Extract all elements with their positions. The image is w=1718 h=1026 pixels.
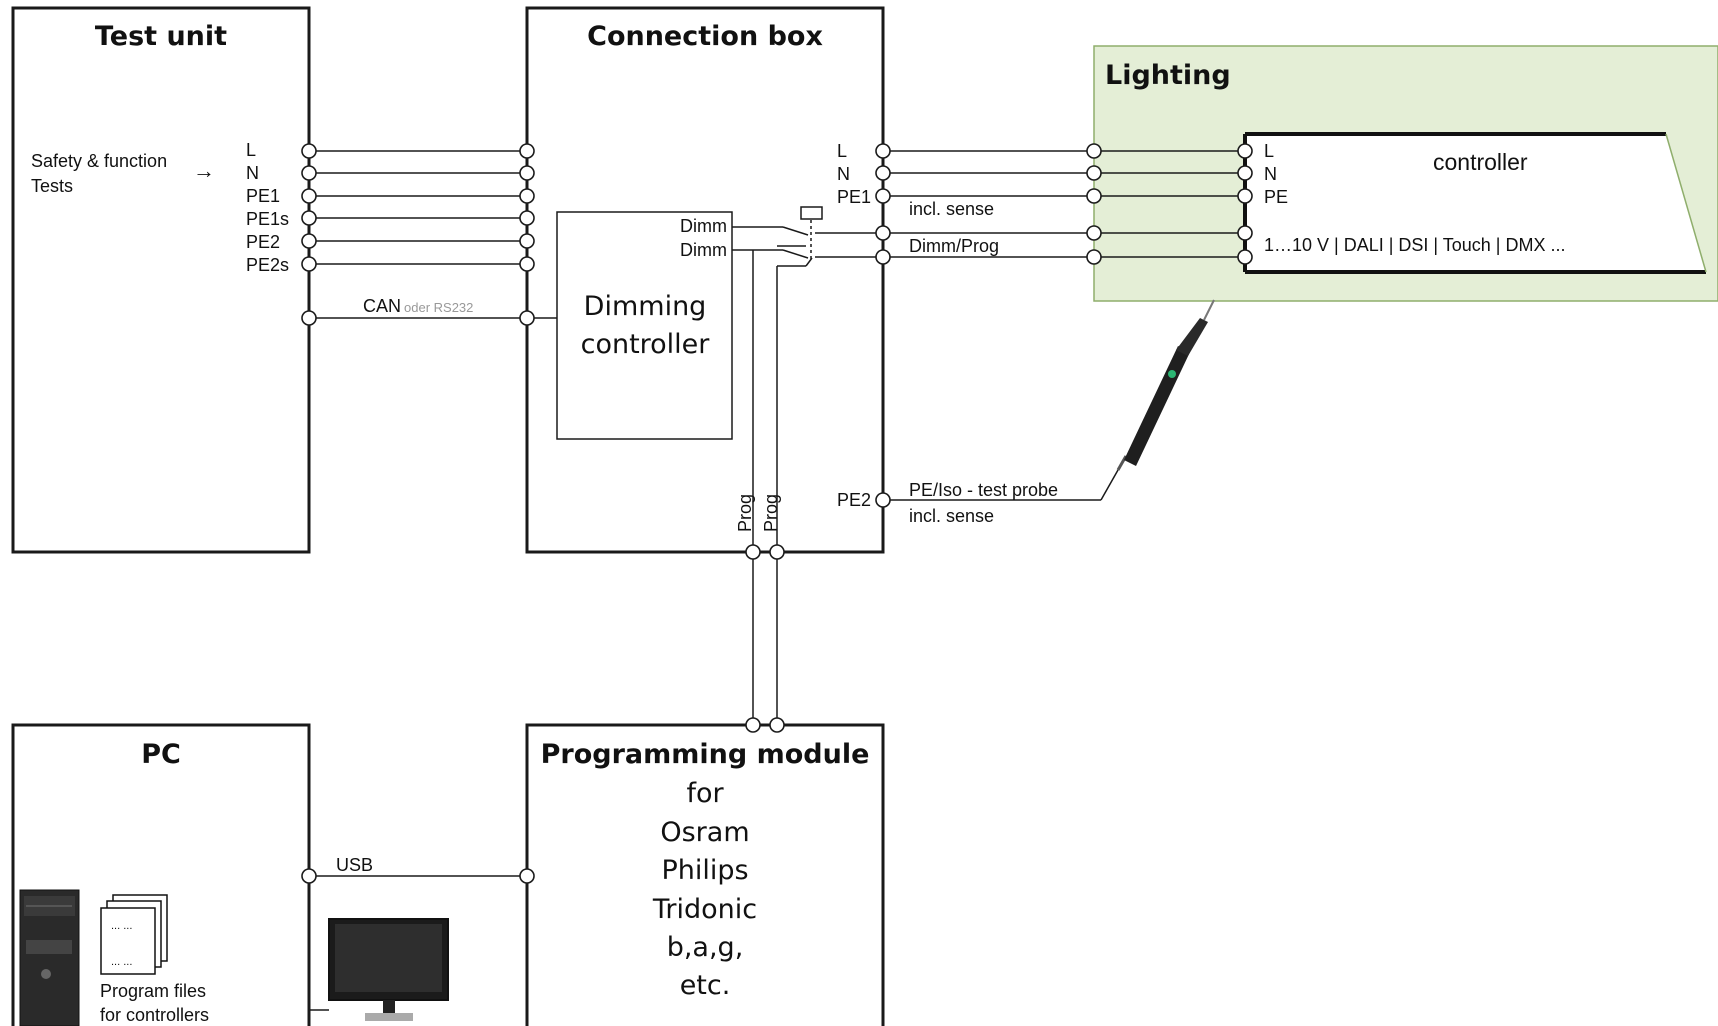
pm-line-6: etc. bbox=[680, 970, 731, 1001]
dimm-switch-wires bbox=[732, 226, 883, 551]
programming-module-title: Programming module bbox=[541, 739, 870, 770]
tu-right-terminals bbox=[301, 143, 317, 326]
cb-right-terminals bbox=[875, 143, 891, 508]
program-files-label-2: for controllers bbox=[100, 1005, 209, 1025]
can-alt-label: oder RS232 bbox=[404, 300, 473, 315]
dimming-controller-label-2: controller bbox=[581, 329, 711, 360]
pc-title: PC bbox=[141, 739, 181, 770]
program-files-icon: ... ... ... ... bbox=[100, 894, 168, 975]
cb-terminal-pe2: PE2 bbox=[837, 490, 871, 510]
prog-wires bbox=[752, 552, 778, 725]
pm-line-2: Osram bbox=[660, 817, 749, 848]
pm-top-terminals bbox=[745, 717, 785, 733]
prog-label-1: Prog bbox=[735, 494, 755, 532]
tu-terminal-pe2: PE2 bbox=[246, 232, 280, 252]
pm-line-4: Tridonic bbox=[652, 894, 757, 925]
pm-line-3: Philips bbox=[661, 855, 748, 886]
dimming-controller-label-1: Dimming bbox=[584, 291, 707, 322]
function-label-2: Tests bbox=[31, 176, 73, 196]
usb-terminals bbox=[301, 868, 535, 884]
cb-left-terminals bbox=[519, 143, 535, 326]
lighting-terminal-n: N bbox=[1264, 164, 1277, 184]
can-label: CAN bbox=[363, 296, 401, 316]
dimm-label-1: Dimm bbox=[680, 216, 727, 236]
probe-sense-label: incl. sense bbox=[909, 506, 994, 526]
test-unit-title: Test unit bbox=[95, 21, 227, 52]
controller-terminals bbox=[1237, 143, 1253, 265]
tu-terminal-l: L bbox=[246, 140, 256, 160]
usb-label: USB bbox=[336, 855, 373, 875]
cb-lighting-wires bbox=[883, 150, 1245, 258]
lighting-title: Lighting bbox=[1105, 60, 1231, 91]
cb-bottom-terminals bbox=[745, 544, 785, 560]
tu-cb-wires bbox=[309, 150, 557, 319]
pm-line-5: b,a,g, bbox=[667, 932, 744, 963]
connection-box-title: Connection box bbox=[587, 21, 823, 52]
tu-terminal-pe1s: PE1s bbox=[246, 209, 289, 229]
relay-coil bbox=[800, 206, 823, 220]
cb-terminal-pe1: PE1 bbox=[837, 187, 871, 207]
test-probe-icon bbox=[1116, 299, 1215, 471]
pm-line-1: for bbox=[686, 778, 724, 809]
doc-dots-2: ... ... bbox=[111, 956, 132, 968]
programming-module-box bbox=[525, 723, 885, 1026]
dimm-prog-label: Dimm/Prog bbox=[909, 236, 999, 256]
lighting-terminal-pe: PE bbox=[1264, 187, 1288, 207]
dimming-controller-box bbox=[556, 211, 733, 440]
doc-dots-1: ... ... bbox=[111, 920, 132, 932]
tu-terminal-pe2s: PE2s bbox=[246, 255, 289, 275]
cb-terminal-l: L bbox=[837, 141, 847, 161]
tu-terminal-pe1: PE1 bbox=[246, 186, 280, 206]
pc-tower-icon bbox=[19, 889, 80, 1026]
lighting-terminal-l: L bbox=[1264, 141, 1274, 161]
lighting-inlet-terminals bbox=[1086, 143, 1102, 265]
monitor-icon bbox=[328, 918, 449, 1021]
incl-sense-label: incl. sense bbox=[909, 199, 994, 219]
probe-label: PE/Iso - test probe bbox=[909, 480, 1058, 500]
function-label-1: Safety & function bbox=[31, 151, 167, 171]
arrow-right-icon: → bbox=[193, 158, 215, 183]
lighting-interfaces: 1…10 V | DALI | DSI | Touch | DMX ... bbox=[1264, 235, 1565, 255]
controller-label: controller bbox=[1433, 149, 1528, 175]
controller-box bbox=[1245, 134, 1706, 272]
controller-right-edge bbox=[1665, 133, 1707, 273]
cb-terminal-n: N bbox=[837, 164, 850, 184]
prog-label-2: Prog bbox=[761, 494, 781, 532]
program-files-label-1: Program files bbox=[100, 981, 206, 1001]
tu-terminal-n: N bbox=[246, 163, 259, 183]
test-unit-box bbox=[11, 6, 311, 554]
probe-wire bbox=[883, 469, 1119, 501]
dimm-label-2: Dimm bbox=[680, 240, 727, 260]
